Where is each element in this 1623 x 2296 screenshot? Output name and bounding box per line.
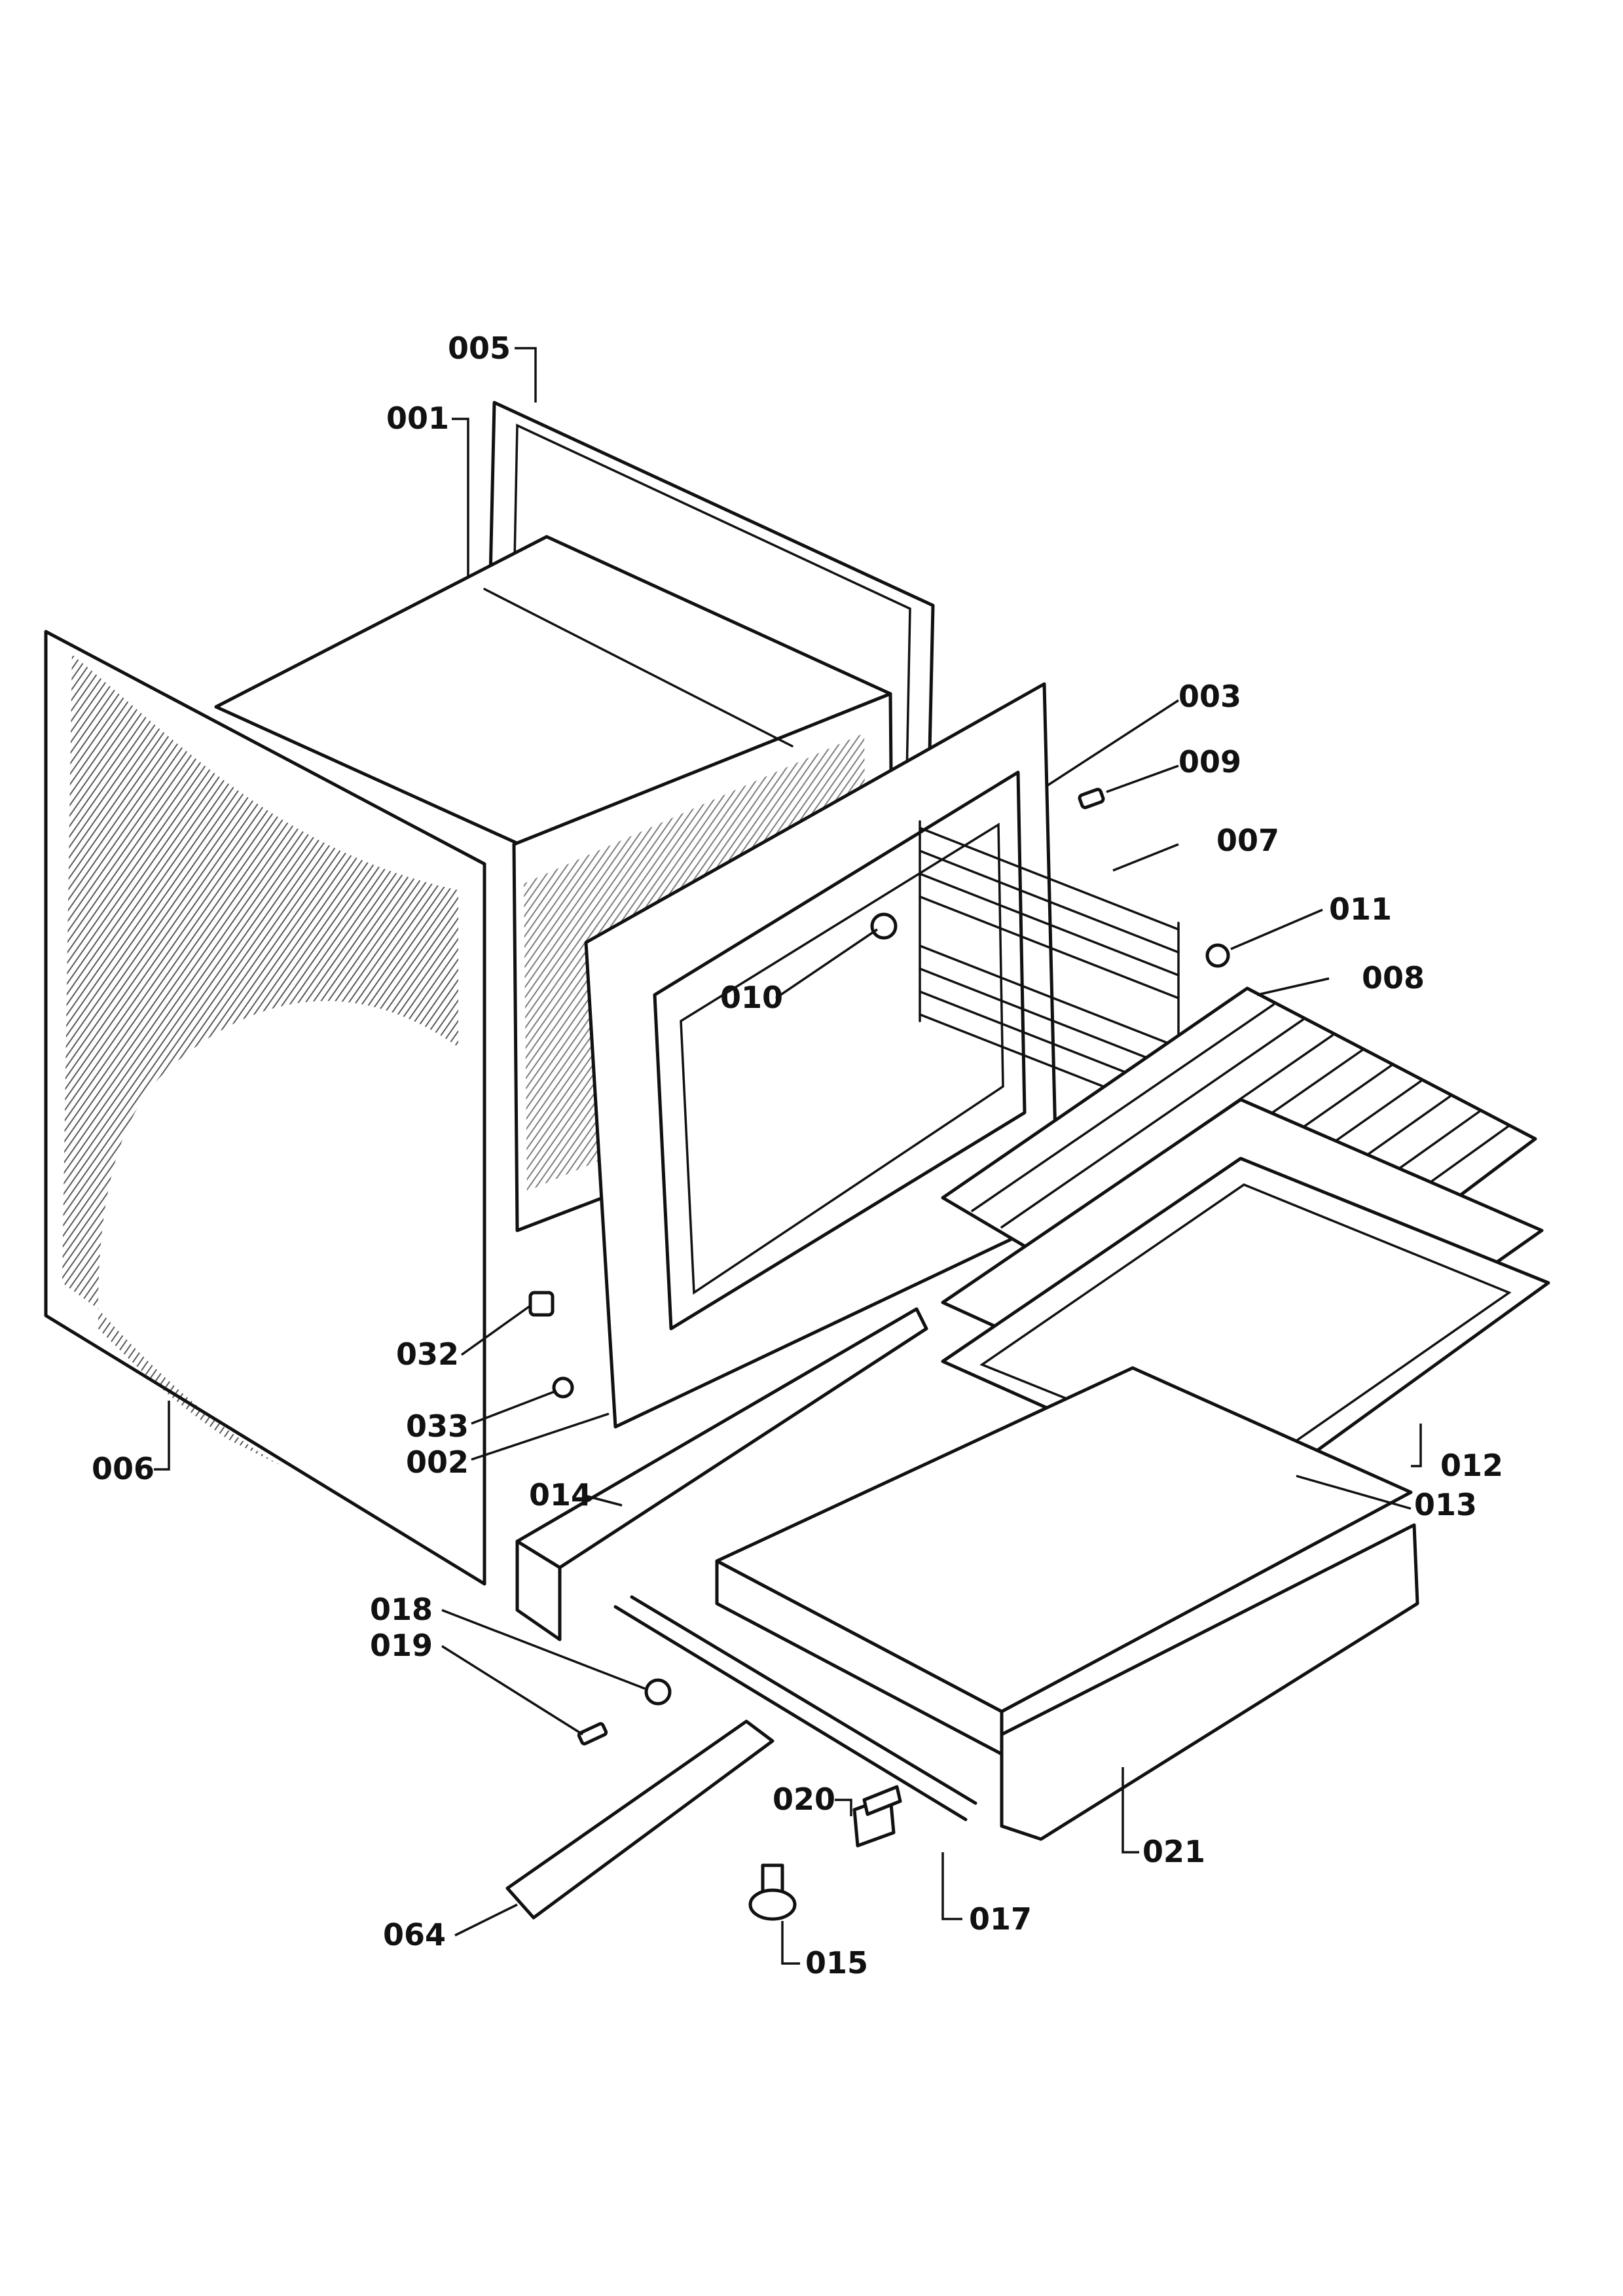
label-008: 008 (1362, 960, 1425, 996)
label-064: 064 (383, 1917, 446, 1952)
part-drawer (715, 1366, 1419, 1841)
label-005: 005 (448, 331, 511, 366)
part-screw-018 (644, 1678, 672, 1706)
label-033: 033 (406, 1408, 469, 1444)
part-side-panel (44, 630, 574, 1586)
label-012: 012 (1440, 1448, 1503, 1483)
callout-labels: 005 001 003 009 007 011 008 010 032 033 … (92, 331, 1503, 1981)
part-front-strip (515, 1307, 928, 1641)
part-032 (528, 1291, 555, 1317)
part-clip (852, 1785, 902, 1848)
part-nut-011 (1205, 943, 1230, 968)
part-screw-019 (577, 1722, 608, 1746)
leader-lines (154, 347, 1422, 1965)
label-006: 006 (92, 1451, 155, 1486)
label-021: 021 (1142, 1834, 1205, 1869)
label-009: 009 (1178, 744, 1241, 780)
label-011: 011 (1329, 891, 1392, 927)
label-014: 014 (529, 1477, 592, 1513)
label-032: 032 (396, 1336, 459, 1372)
label-003: 003 (1178, 679, 1241, 714)
label-019: 019 (370, 1628, 433, 1663)
label-015: 015 (805, 1945, 868, 1981)
label-007: 007 (1216, 823, 1279, 858)
label-001: 001 (386, 401, 449, 436)
part-foot (748, 1863, 797, 1921)
label-017: 017 (969, 1901, 1032, 1937)
label-010: 010 (720, 980, 783, 1015)
part-kick-strip (505, 1719, 775, 1920)
part-rod (613, 1595, 977, 1821)
part-033 (552, 1376, 574, 1399)
part-screw-009 (1078, 787, 1105, 810)
label-002: 002 (406, 1444, 469, 1480)
label-020: 020 (773, 1782, 835, 1817)
label-018: 018 (370, 1592, 433, 1627)
label-013: 013 (1414, 1487, 1477, 1522)
part-front-frame (584, 682, 1059, 1429)
